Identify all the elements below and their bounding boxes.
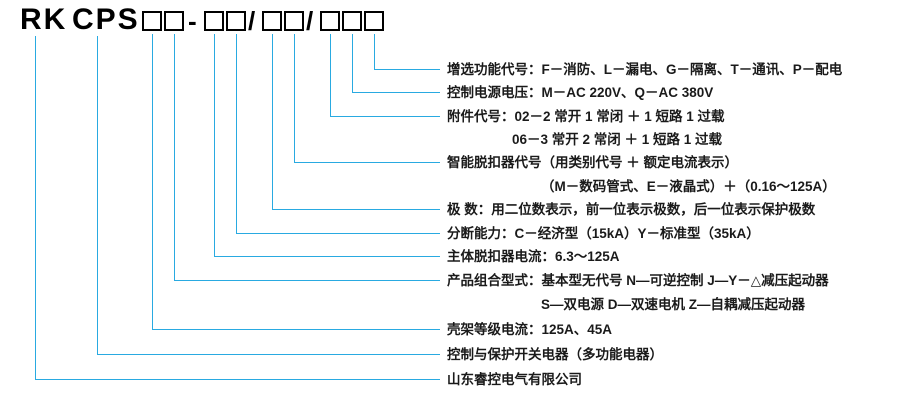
control-voltage-box — [342, 11, 362, 31]
leader-control-voltage — [352, 34, 440, 93]
release-current-box — [204, 11, 224, 31]
annotation-product-combination-type-cont: S—双电源 D—双速电机 Z—自耦减压起动器 — [541, 297, 806, 312]
slash-separator-2: / — [306, 6, 314, 36]
series-code: CPS — [72, 3, 140, 36]
annotation-product-combination-type: 产品组合型式：基本型无代号 N—可逆控制 J—Y－△减压起动器 — [447, 273, 829, 288]
leader-poles — [272, 34, 440, 210]
annotation-company-name: 山东睿控电气有限公司 — [447, 372, 582, 387]
annotation-poles: 极 数：用二位数表示，前一位表示极数，后一位表示保护极数 — [447, 202, 816, 217]
leader-accessory-code — [330, 34, 440, 117]
breaking-capacity-box — [226, 11, 246, 31]
dash-separator: - — [188, 6, 197, 36]
annotation-main-release-current: 主体脱扣器电流：6.3～125A — [447, 249, 620, 264]
annotation-intelligent-release-code: 智能脱扣器代号（用类别代号 ＋ 额定电流表示） — [447, 155, 739, 170]
leader-combination-type — [174, 34, 440, 281]
leader-breaking-capacity — [236, 34, 440, 234]
annotation-frame-current: 壳架等级电流：125A、45A — [447, 322, 613, 337]
annotation-accessory-code: 附件代号：02－2 常开 1 常闭 ＋ 1 短路 1 过载 — [447, 109, 725, 124]
frame-current-box-2 — [164, 11, 184, 31]
slash-separator-1: / — [248, 6, 256, 36]
frame-current-box-1 — [142, 11, 162, 31]
annotation-device-name: 控制与保护开关电器（多功能电器） — [447, 347, 663, 362]
intelligent-release-box — [284, 11, 304, 31]
poles-box — [262, 11, 282, 31]
leader-optional-function — [374, 34, 440, 70]
annotation-accessory-code-cont: 06－3 常开 2 常闭 ＋ 1 短路 1 过载 — [512, 132, 723, 147]
function-code-box — [364, 11, 384, 31]
accessory-code-box — [320, 11, 340, 31]
annotation-optional-function-code: 增选功能代号：F－消防、L－漏电、G－隔离、T－通讯、P－配电 — [447, 62, 843, 77]
leader-main-release-current — [214, 34, 440, 257]
annotation-intelligent-release-code-cont: （M－数码管式、E－液晶式）＋（0.16～125A） — [541, 179, 836, 194]
leader-frame-current — [152, 34, 440, 330]
brand-prefix: RK — [20, 3, 68, 36]
annotation-control-voltage: 控制电源电压：M－AC 220V、Q－AC 380V — [447, 85, 714, 100]
leader-device-name — [97, 36, 440, 355]
leader-intelligent-release — [294, 34, 440, 163]
leader-company-name — [35, 36, 440, 380]
annotation-breaking-capacity: 分断能力：C－经济型（15kA）Y－标准型（35kA） — [447, 226, 760, 241]
